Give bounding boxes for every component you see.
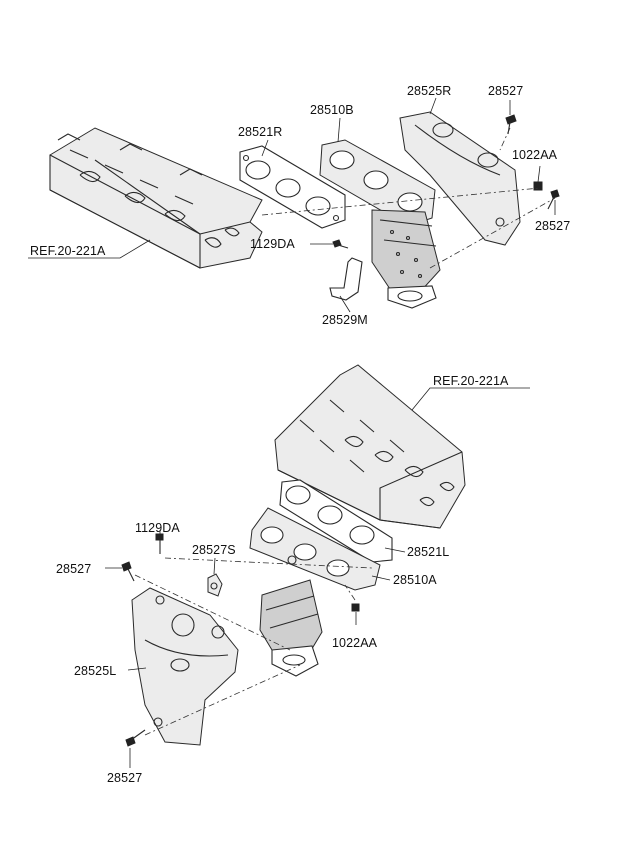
label-bracket-upper: 28529M xyxy=(322,313,368,327)
heat-protector-right xyxy=(399,111,521,246)
label-bolt-top-lower: 28527 xyxy=(56,562,92,576)
leader-28529M xyxy=(339,295,351,313)
label-gasket-upper: 28521R xyxy=(238,125,283,139)
label-heat-protector-upper: 28525R xyxy=(407,84,452,98)
leader-ref-upper xyxy=(28,239,151,259)
fasteners-lower xyxy=(121,533,360,747)
label-bracket-s-lower: 28527S xyxy=(192,543,236,557)
cylinder-head-lower xyxy=(274,364,466,529)
label-ref-upper: REF.20-221A xyxy=(30,244,106,258)
label-stud-bolt-lower: 1129DA xyxy=(135,521,180,535)
bracket-s xyxy=(207,573,223,597)
label-stud-bolt-upper: 1129DA xyxy=(250,237,295,251)
leader-ref-lower xyxy=(411,387,530,411)
label-ref-lower: REF.20-221A xyxy=(433,374,509,388)
centerline-lower-1 xyxy=(134,574,291,651)
centerline-lower-4 xyxy=(344,584,356,601)
cylinder-head-upper xyxy=(49,127,263,269)
leader-28510A xyxy=(371,575,391,581)
label-bolt-bottom-lower: 28527 xyxy=(107,771,143,785)
gasket-left xyxy=(279,479,393,563)
label-manifold-lower: 28510A xyxy=(393,573,437,587)
heat-protector-left xyxy=(131,587,239,746)
label-manifold-upper: 28510B xyxy=(310,103,354,117)
centerline-lower-2 xyxy=(164,557,373,569)
leader-28525R xyxy=(429,97,437,115)
leader-28521R xyxy=(261,139,269,157)
label-heat-protector-lower: 28525L xyxy=(74,664,117,678)
label-bolt-side-upper: 28527 xyxy=(535,219,571,233)
label-nut-lower: 1022AA xyxy=(332,636,378,650)
centerline-upper-2 xyxy=(429,197,556,269)
leader-28521L xyxy=(384,547,406,553)
leader-28527S xyxy=(213,557,216,575)
leader-28525L xyxy=(127,667,147,671)
gasket-right xyxy=(239,145,346,229)
label-bolt-top-upper: 28527 xyxy=(488,84,524,98)
manifold-left xyxy=(249,507,381,677)
label-gasket-lower: 28521L xyxy=(407,545,450,559)
leader-1022AA-top xyxy=(537,165,541,183)
centerline-lower-3 xyxy=(144,664,301,736)
leader-28510B xyxy=(337,117,341,143)
bracket-right xyxy=(329,257,363,301)
manifold-right xyxy=(319,139,441,309)
centerline-upper-3 xyxy=(499,127,511,151)
label-nut-upper: 1022AA xyxy=(512,148,558,162)
centerline-upper-1 xyxy=(261,187,541,216)
